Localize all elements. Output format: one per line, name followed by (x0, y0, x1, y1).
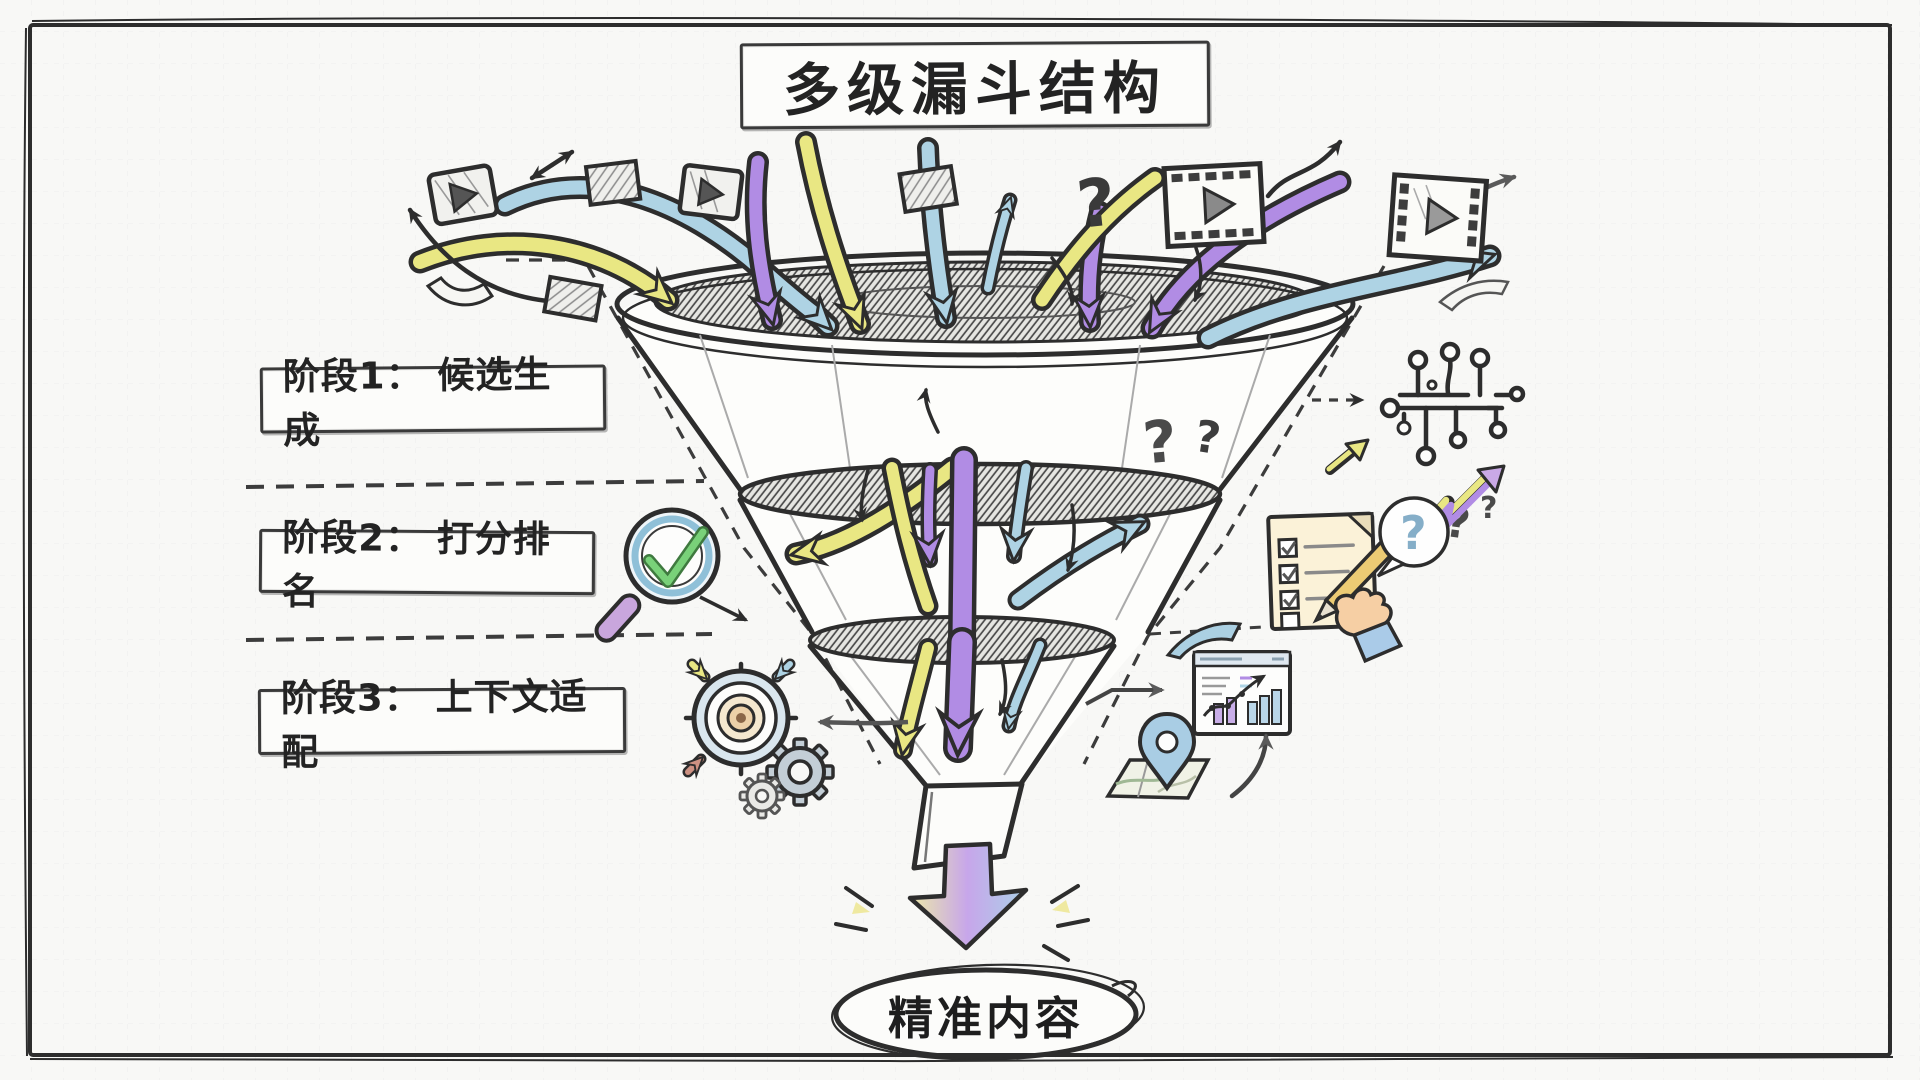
question-mark: ? (1140, 407, 1179, 478)
circuit-node-icon (1379, 341, 1526, 467)
stage-3-label: 阶段3： 上下文适配 (280, 675, 588, 774)
sketch-frame (22, 17, 1894, 1063)
gears-icon (738, 737, 835, 820)
sleeve-cuff (1351, 619, 1404, 664)
speech-bubble-question-icon: ? (1376, 496, 1450, 578)
hatched-card-icon (583, 158, 643, 208)
result-text: 精准内容 (887, 991, 1084, 1045)
stage-3-label-box: 阶段3： 上下文适配 (257, 675, 627, 774)
curved-up-arrow-icon (1229, 733, 1274, 799)
question-mark: ? (1480, 491, 1497, 526)
funnel-silhouette (617, 268, 1352, 869)
stage-1-label: 阶段1： 候选生成 (282, 352, 552, 453)
funnel-spout (911, 781, 1025, 871)
target-bullseye-icon (680, 656, 799, 780)
stage-1-label-box: 阶段1： 候选生成 (259, 353, 607, 452)
result-label: 精准内容 (846, 990, 1126, 1045)
video-thumbnail-icon (426, 163, 499, 227)
swoosh-doodle (1437, 279, 1510, 312)
hatched-card-icon (541, 274, 604, 323)
stage-2-label-box: 阶段2： 打分排名 (258, 516, 596, 613)
blue-swoosh (1165, 621, 1243, 660)
magnifier-check-icon (594, 507, 721, 643)
stage-2-label: 阶段2： 打分排名 (281, 515, 551, 614)
film-strip-icon (1161, 160, 1267, 250)
swoosh-doodle (425, 276, 495, 307)
hand-icon (1333, 587, 1393, 637)
map-pin-icon (1104, 711, 1211, 800)
question-mark: ? (1400, 506, 1427, 560)
checklist-hand-icon (1266, 511, 1414, 664)
tier2-arrows (784, 446, 1151, 654)
rainbow-output-arrow (834, 841, 1090, 962)
incoming-arrows (408, 131, 1502, 350)
film-strip-icon (1386, 172, 1490, 264)
result-oval (830, 963, 1146, 1061)
page-title: 多级漏斗结构 (782, 55, 1168, 125)
bend-arrow-to-dashboard (1085, 682, 1165, 706)
analytics-dashboard-icon (1192, 650, 1292, 736)
small-curved-arrow (699, 595, 749, 622)
diagram-title-box: 多级漏斗结构 (739, 40, 1211, 130)
hatched-card-icon (897, 163, 960, 215)
video-thumbnail-icon (677, 163, 745, 222)
left-arrow-to-target (817, 714, 909, 731)
tier3-arrows (890, 627, 1048, 763)
question-mark: ? (1073, 163, 1119, 244)
